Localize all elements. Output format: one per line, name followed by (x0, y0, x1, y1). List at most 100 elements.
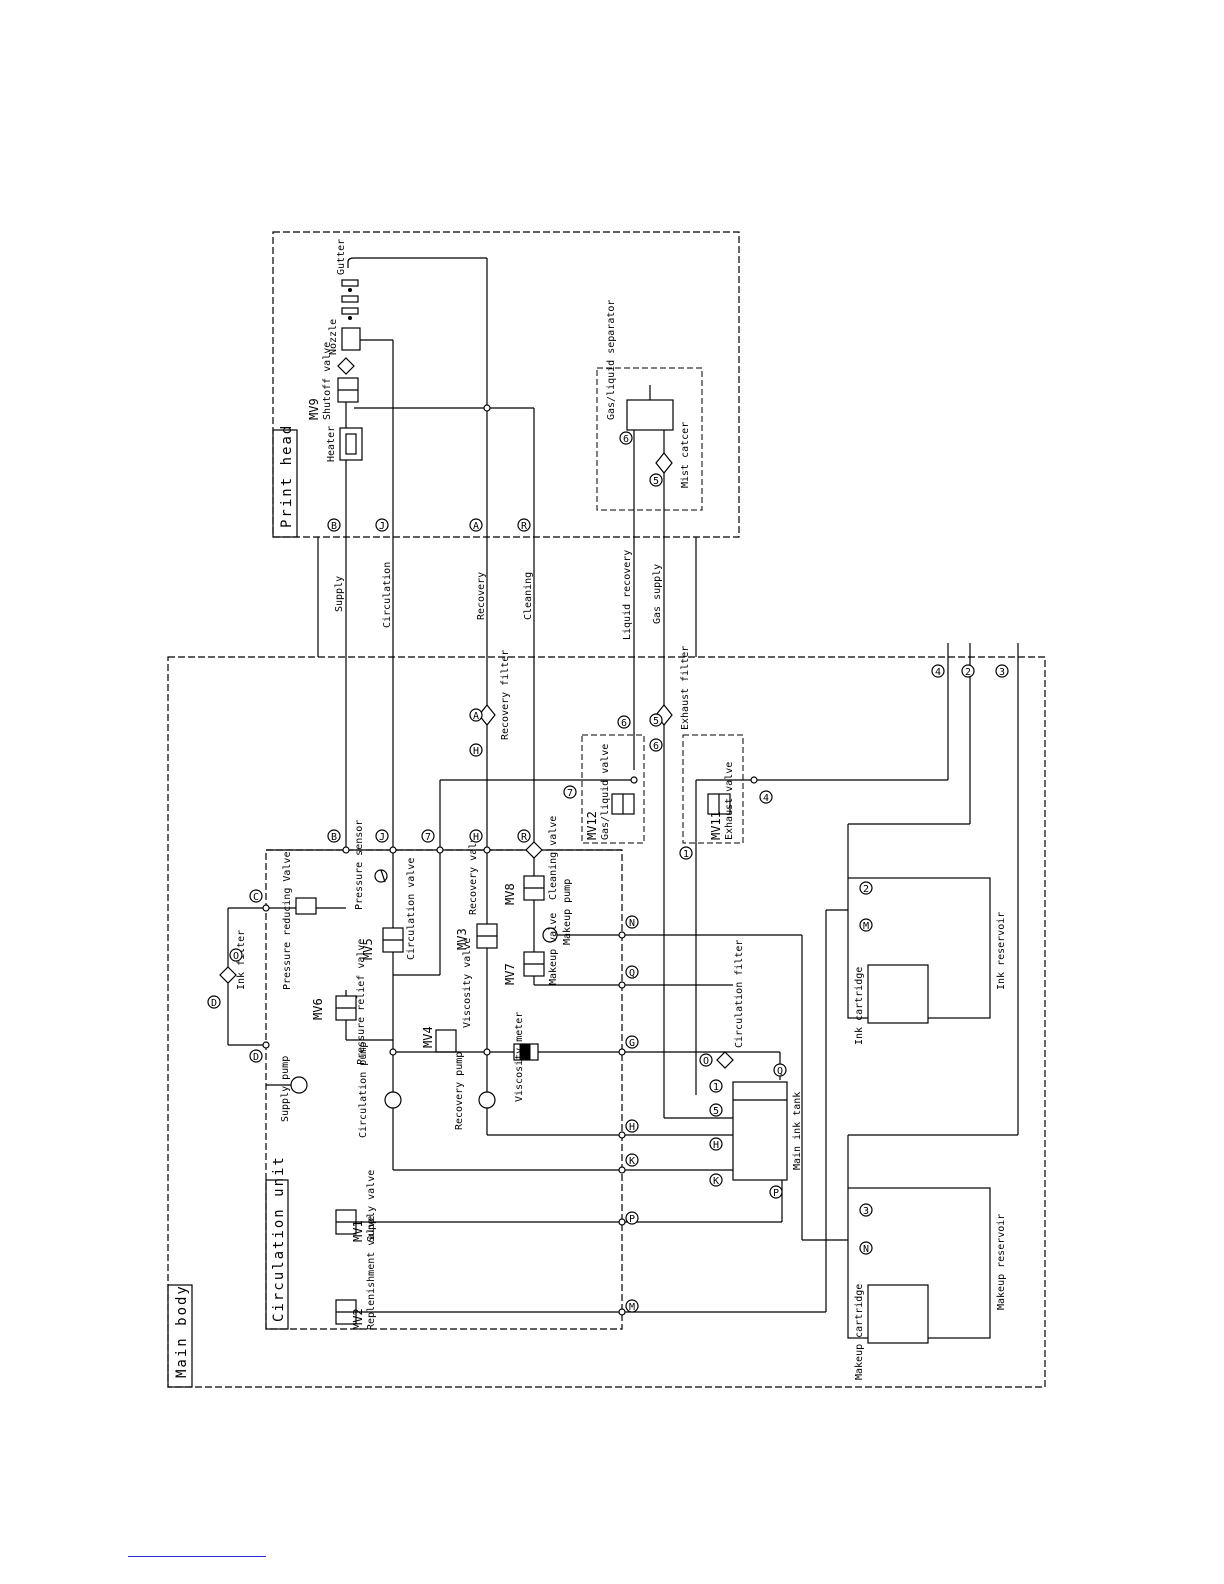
label-mv12: MV12 (585, 811, 599, 840)
makeup-cartridge (867, 1284, 929, 1344)
print-head-box (272, 231, 740, 538)
port-marker: K (625, 1153, 639, 1167)
label-ink-filter: Ink filter (236, 930, 247, 990)
svg-text:G: G (629, 1038, 635, 1049)
circulation-pump (384, 1091, 402, 1109)
port-marker: 3 (859, 1203, 873, 1217)
port-marker: 1 (709, 1079, 723, 1093)
circulation-unit-title: Circulation unit (271, 1155, 287, 1322)
label-mv7: MV7 (503, 963, 517, 985)
port-marker: H (469, 743, 483, 757)
svg-text:R: R (521, 521, 528, 532)
svg-text:A: A (473, 711, 479, 722)
svg-text:M: M (863, 921, 869, 932)
svg-text:D: D (253, 1052, 259, 1063)
label-mv11: MV11 (709, 811, 723, 840)
label-cleaning: Cleaning (523, 572, 534, 620)
svg-text:J: J (379, 832, 385, 843)
label-viscosity-meter: Viscosity meter (514, 1012, 525, 1102)
label-main-ink-tank: Main ink tank (792, 1092, 803, 1170)
port-marker: 5 (649, 713, 663, 727)
svg-text:M: M (629, 1302, 635, 1313)
label-mv4-desc: Viscosity valve (462, 938, 473, 1028)
label-liquid-recovery: Liquid recovery (622, 550, 633, 640)
port-marker: 5 (709, 1103, 723, 1117)
port-marker: 2 (859, 881, 873, 895)
print-head-title-box (272, 429, 298, 538)
gas-liquid-separator (626, 399, 674, 431)
junctions (262, 404, 758, 1316)
svg-text:1: 1 (683, 849, 689, 860)
svg-text:6: 6 (623, 434, 629, 445)
port-marker: J (375, 829, 389, 843)
label-mv8: MV8 (503, 883, 517, 905)
port-marker: 6 (617, 715, 631, 729)
label-separator: Gas/liquid separator (606, 300, 617, 420)
heater (339, 427, 363, 461)
label-mv4: MV4 (421, 1026, 435, 1048)
supply-pump (290, 1076, 308, 1094)
ink-filter (219, 966, 237, 984)
label-mv3: MV3 (455, 928, 469, 950)
svg-text:7: 7 (425, 832, 431, 843)
port-marker: R (517, 829, 531, 843)
svg-text:H: H (629, 1122, 635, 1133)
svg-text:D: D (211, 998, 217, 1009)
main-body-box (167, 656, 1046, 1388)
label-mv5-desc: Circulation valve (406, 858, 417, 960)
label-ink-cartridge: Ink cartridge (854, 967, 865, 1045)
port-marker: P (625, 1211, 639, 1225)
svg-text:H: H (473, 746, 479, 757)
main-ink-tank (732, 1081, 788, 1181)
label-mv2-desc: Replenishment valve (366, 1216, 377, 1330)
mv12-box (581, 734, 645, 844)
label-mv12-desc: Gas/liquid valve (600, 744, 611, 840)
label-gutter: Gutter (336, 239, 347, 275)
label-recovery-filter: Recovery filter (500, 650, 511, 740)
svg-text:2: 2 (965, 667, 971, 678)
port-marker: 2 (961, 664, 975, 678)
svg-text:6: 6 (621, 718, 627, 729)
port-marker: K (709, 1173, 723, 1187)
mv4-viscosity-valve (435, 1029, 457, 1053)
svg-text:K: K (713, 1176, 719, 1187)
label-mv9-desc: Shutoff valve (322, 342, 333, 420)
label-mv6: MV6 (311, 998, 325, 1020)
label-mv6-desc: Pressure relief valve (356, 939, 367, 1065)
svg-text:H: H (713, 1140, 719, 1151)
label-makeup-pump: Makeup pump (562, 879, 573, 945)
port-marker: H (469, 829, 483, 843)
port-marker: B (327, 829, 341, 843)
label-circulation-pump: Circulation pump (358, 1042, 369, 1138)
svg-text:2: 2 (863, 884, 869, 895)
print-head-title: Print head (279, 424, 295, 528)
port-marker: H (709, 1137, 723, 1151)
main-body-title: Main body (174, 1284, 190, 1378)
label-mv11-desc: Exhaust valve (724, 762, 735, 840)
port-marker: 6 (649, 738, 663, 752)
port-marker: 3 (995, 664, 1009, 678)
circulation-filter (716, 1051, 734, 1069)
label-ink-reservoir: Ink reservoir (996, 912, 1007, 990)
label-mv5: MV5 (361, 938, 375, 960)
svg-text:4: 4 (763, 793, 769, 804)
port-marker: 4 (931, 664, 945, 678)
svg-text:5: 5 (653, 476, 659, 487)
svg-text:3: 3 (863, 1206, 869, 1217)
svg-text:A: A (473, 521, 479, 532)
label-nozzle: Nozzle (328, 319, 339, 355)
ink-cartridge (867, 964, 929, 1024)
svg-text:J: J (379, 521, 385, 532)
label-mv9: MV9 (307, 398, 321, 420)
svg-text:N: N (629, 918, 635, 929)
port-marker: J (375, 518, 389, 532)
label-mv1: MV1 (351, 1220, 365, 1242)
port-markers: B J A R 6 5 4 2 3 A H 6 5 6 7 4 1 B J 7 … (207, 431, 1009, 1313)
label-gas-supply: Gas supply (652, 564, 663, 624)
label-makeup-reservoir: Makeup reservoir (996, 1214, 1007, 1310)
svg-text:H: H (473, 832, 479, 843)
port-marker: M (859, 918, 873, 932)
footer-rule (128, 1556, 266, 1557)
label-supply: Supply (334, 576, 345, 612)
